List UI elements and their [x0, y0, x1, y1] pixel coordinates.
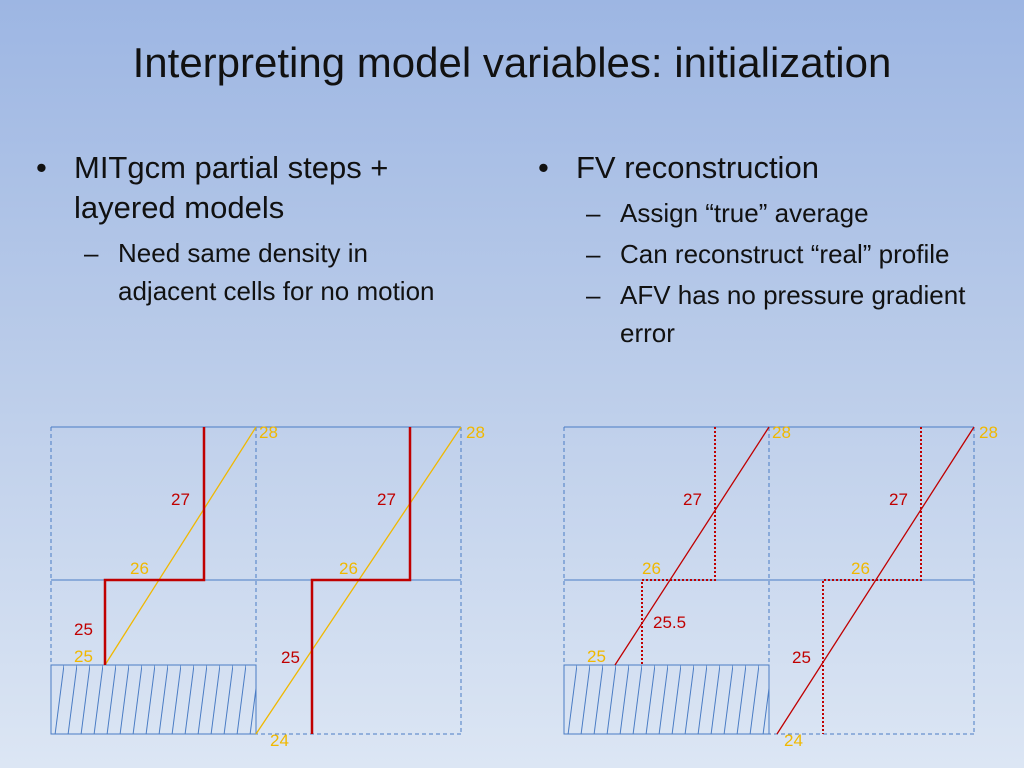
density-profile-line: [104, 426, 257, 666]
density-label: 24: [270, 731, 289, 750]
topography-hatch: [563, 664, 770, 735]
dash-marker: –: [586, 280, 601, 310]
bullet-item: • MITgcm partial steps + layered models: [30, 148, 470, 228]
bullet-text: FV reconstruction: [576, 150, 819, 185]
cell-average-dotted: [822, 427, 922, 734]
subbullet-item: – Assign “true” average: [532, 194, 992, 232]
density-label: 26: [642, 559, 661, 578]
bullet-text: MITgcm partial steps + layered models: [74, 150, 389, 225]
density-label: 25.5: [653, 613, 686, 632]
density-label: 27: [377, 490, 396, 509]
bullet-marker: •: [538, 150, 549, 185]
reconstructed-profile-line: [776, 426, 975, 735]
density-label: 28: [466, 423, 485, 442]
bullet-item: • FV reconstruction: [532, 148, 992, 188]
subbullet-item: – AFV has no pressure gradient error: [532, 276, 992, 352]
density-label: 26: [130, 559, 149, 578]
dash-marker: –: [586, 198, 601, 228]
step-profile: [103, 427, 206, 665]
density-label: 25: [587, 647, 606, 666]
slide-title: Interpreting model variables: initializa…: [132, 39, 892, 86]
subbullet-item: – Can reconstruct “real” profile: [532, 235, 992, 273]
left-text-column: • MITgcm partial steps + layered models …: [30, 148, 470, 313]
bullet-marker: •: [36, 150, 47, 185]
subbullet-text: Assign “true” average: [620, 198, 869, 228]
step-profile: [310, 427, 412, 734]
density-label: 27: [889, 490, 908, 509]
density-label: 24: [784, 731, 803, 750]
density-label: 26: [339, 559, 358, 578]
right-figure: 28 28 27 27 26 26 25.5 25 25 24: [563, 423, 998, 750]
subbullet-text: Need same density in adjacent cells for …: [118, 238, 435, 306]
dash-marker: –: [586, 239, 601, 269]
subbullet-item: – Need same density in adjacent cells fo…: [30, 234, 470, 310]
right-text-column: • FV reconstruction – Assign “true” aver…: [532, 148, 992, 355]
topography-hatch: [50, 664, 257, 735]
density-label: 25: [74, 620, 93, 639]
dash-marker: –: [84, 238, 99, 268]
density-label: 25: [281, 648, 300, 667]
density-label: 27: [171, 490, 190, 509]
density-label: 26: [851, 559, 870, 578]
density-label: 28: [979, 423, 998, 442]
subbullet-text: Can reconstruct “real” profile: [620, 239, 950, 269]
density-label: 25: [792, 648, 811, 667]
density-label: 28: [772, 423, 791, 442]
subbullet-text: AFV has no pressure gradient error: [620, 280, 966, 348]
density-label: 25: [74, 647, 93, 666]
density-label: 27: [683, 490, 702, 509]
left-figure: 28 28 27 27 26 26 25 25 25 24: [50, 423, 485, 750]
density-label: 28: [259, 423, 278, 442]
reconstructed-profile-line: [614, 426, 770, 666]
cell-average-dotted: [641, 427, 716, 665]
